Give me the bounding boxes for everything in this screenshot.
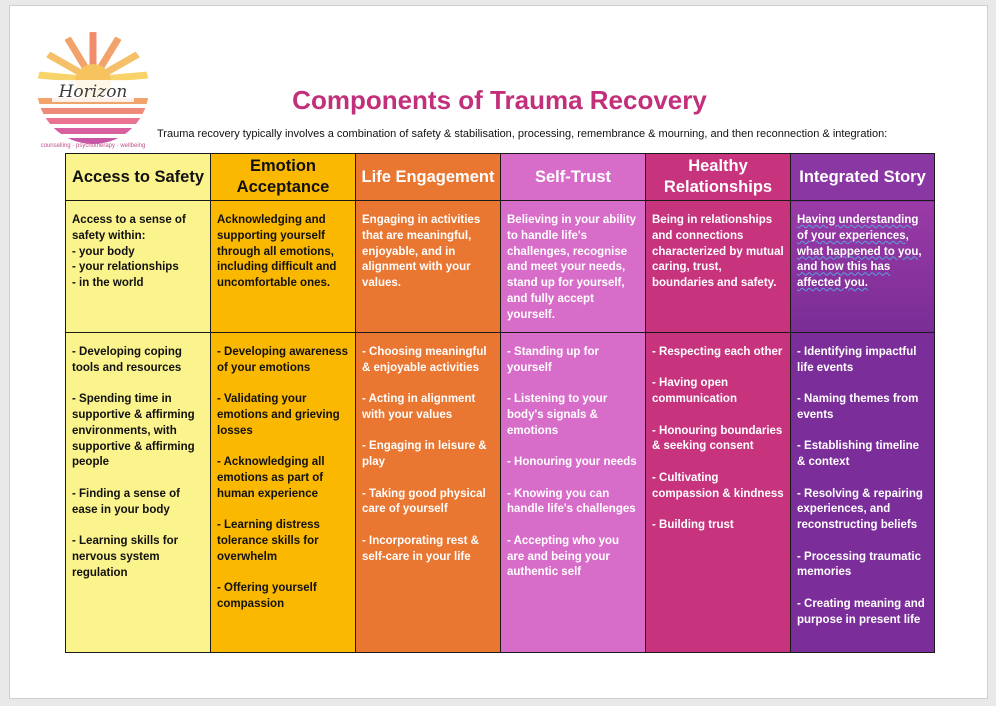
list-item: - Standing up for yourself (507, 346, 599, 374)
desc-line: Engaging in activities that are meaningf… (362, 214, 481, 290)
desc-healthy-relationships: Being in relationships and connections c… (645, 200, 791, 333)
list-item: - Establishing timeline & context (797, 440, 920, 469)
desc-self-trust: Believing in your ability to handle life… (500, 200, 646, 333)
list-item: - Learning distress tolerance skills for… (217, 519, 320, 563)
desc-line: Having understanding of your experiences… (797, 214, 922, 290)
list-item: - Identifying impactful life events (797, 346, 917, 374)
heading-life-engagement: Life Engagement (355, 153, 501, 201)
list-item: - Building trust (652, 518, 734, 531)
heading-self-trust: Self-Trust (500, 153, 646, 201)
list-item: - Acknowledging all emotions as part of … (217, 456, 325, 500)
list-item: - Spending time in supportive & affirmin… (72, 393, 195, 469)
list-item: - Honouring boundaries & seeking consent (652, 424, 783, 453)
list-item: - Developing awareness of your emotions (217, 346, 349, 374)
list-item: - Accepting who you are and being your a… (507, 534, 620, 579)
desc-line: - in the world (72, 277, 144, 290)
items-row: - Developing coping tools and resources … (65, 332, 935, 653)
list-item: - Knowing you can handle life's challeng… (507, 487, 636, 516)
items-self-trust: - Standing up for yourself - Listening t… (500, 332, 646, 653)
items-healthy-relationships: - Respecting each other - Having open co… (645, 332, 791, 653)
list-item: - Choosing meaningful & enjoyable activi… (362, 346, 487, 374)
logo-tagline: counselling · psychotherapy · wellbeing (40, 143, 146, 149)
desc-line: - your body (72, 245, 135, 258)
list-item: - Incorporating rest & self-care in your… (362, 534, 479, 563)
desc-line: - your relationships (72, 261, 179, 274)
list-item: - Respecting each other (652, 346, 783, 358)
horizon-logo: Horizon (37, 32, 149, 144)
items-integrated-story: - Identifying impactful life events - Na… (790, 332, 935, 653)
list-item: - Processing traumatic memories (797, 550, 921, 579)
heading-integrated-story: Integrated Story (790, 153, 935, 201)
page-title: Components of Trauma Recovery (292, 85, 707, 115)
description-row: Access to a sense of safety within: - yo… (65, 200, 935, 333)
desc-access-to-safety: Access to a sense of safety within: - yo… (65, 200, 211, 333)
list-item: - Naming themes from events (797, 393, 919, 421)
list-item: - Developing coping tools and resources (72, 346, 182, 374)
items-life-engagement: - Choosing meaningful & enjoyable activi… (355, 332, 501, 653)
list-item: - Engaging in leisure & play (362, 440, 487, 469)
list-item: - Having open communication (652, 377, 737, 406)
list-item: - Cultivating compassion & kindness (652, 471, 784, 500)
items-emotion-acceptance: - Developing awareness of your emotions … (210, 332, 356, 653)
desc-emotion-acceptance: Acknowledging and supporting yourself th… (210, 200, 356, 333)
desc-line: Believing in your ability to handle life… (507, 214, 637, 321)
list-item: - Acting in alignment with your values (362, 393, 476, 421)
heading-healthy-relationships: Healthy Relationships (645, 153, 791, 201)
desc-line: Acknowledging and supporting yourself th… (217, 214, 337, 290)
list-item: - Honouring your needs (507, 456, 637, 469)
items-access-to-safety: - Developing coping tools and resources … (65, 332, 211, 653)
document-page: Horizon counselling · psychotherapy · we… (9, 5, 988, 699)
desc-life-engagement: Engaging in activities that are meaningf… (355, 200, 501, 333)
logo-name: Horizon (58, 82, 128, 102)
list-item: - Learning skills for nervous system reg… (72, 534, 179, 579)
list-item: - Creating meaning and purpose in presen… (797, 597, 925, 626)
components-table: Access to Safety Emotion Acceptance Life… (65, 153, 935, 653)
list-item: - Validating your emotions and grieving … (217, 393, 340, 437)
list-item: - Offering yourself compassion (217, 582, 317, 610)
heading-access-to-safety: Access to Safety (65, 153, 211, 201)
list-item: - Taking good physical care of yourself (362, 487, 486, 516)
page-subtitle: Trauma recovery typically involves a com… (157, 128, 888, 140)
desc-line: Access to a sense of safety within: (72, 214, 186, 242)
list-item: - Finding a sense of ease in your body (72, 487, 180, 516)
list-item: - Resolving & repairing experiences, and… (797, 487, 923, 532)
header-row: Access to Safety Emotion Acceptance Life… (65, 153, 935, 201)
desc-line: Being in relationships and connections c… (652, 214, 784, 290)
heading-emotion-acceptance: Emotion Acceptance (210, 153, 356, 201)
list-item: - Listening to your body's signals & emo… (507, 393, 608, 437)
desc-integrated-story: Having understanding of your experiences… (790, 200, 935, 333)
